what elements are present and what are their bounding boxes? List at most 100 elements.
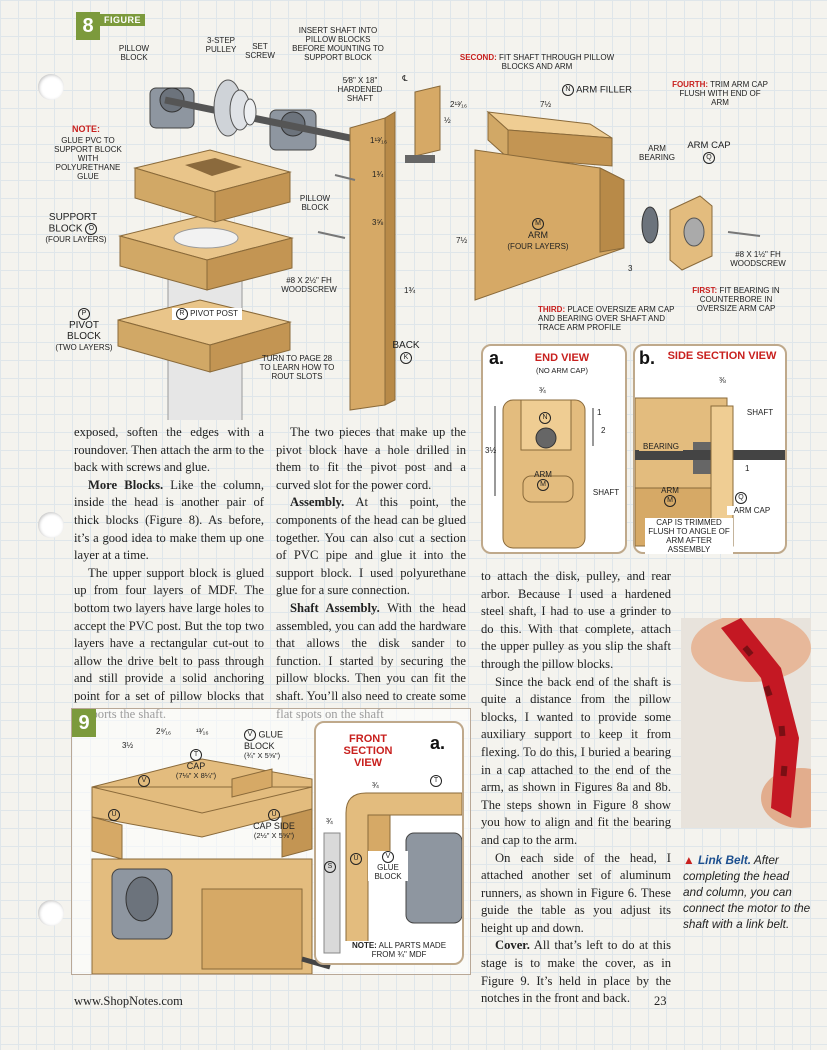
step-second: SECOND: FIT SHAFT THROUGH PILLOW BLOCKS … bbox=[459, 53, 615, 71]
inset-title: SIDE SECTION VIEW bbox=[667, 350, 777, 362]
inset-title: END VIEW bbox=[534, 352, 590, 364]
text-column-2: The two pieces that make up the pivot bl… bbox=[276, 424, 466, 723]
note-text: GLUE PVC TO SUPPORT BLOCK WITH POLYURETH… bbox=[54, 136, 122, 181]
step-fourth: FOURTH: TRIM ARM CAP FLUSH WITH END OF A… bbox=[672, 80, 768, 107]
paragraph: Shaft Assembly. With the head assembled,… bbox=[276, 600, 466, 721]
label-support-block: SUPPORT BLOCK O bbox=[48, 212, 98, 235]
footer-url[interactable]: www.ShopNotes.com bbox=[74, 994, 183, 1008]
label-arm-bearing: ARM BEARING bbox=[638, 144, 675, 162]
label-bearing: BEARING bbox=[639, 442, 683, 451]
dim: 7½ bbox=[456, 236, 468, 245]
figure-word: FIGURE bbox=[100, 14, 146, 26]
paragraph: The upper support block is glued up from… bbox=[74, 565, 264, 721]
label-u: U bbox=[106, 809, 122, 821]
inset-front-section: FRONT SECTION VIEW a. ¾ ¾ T U S V GLUE B… bbox=[314, 721, 464, 965]
label-pivot-post: R PIVOT POST bbox=[172, 308, 242, 320]
dim: 3½ bbox=[122, 741, 134, 750]
inset-letter: b. bbox=[639, 348, 655, 368]
page-number: 23 bbox=[654, 994, 667, 1008]
label-cap-side: U CAP SIDE (2½" x 5⅝") bbox=[253, 809, 295, 840]
label-pillow-block: PILLOW BLOCK bbox=[118, 44, 150, 62]
label-pivot-letter: P bbox=[74, 308, 94, 320]
label-arm-filler: N ARM FILLER bbox=[556, 84, 638, 96]
figure-number: 8 bbox=[76, 12, 100, 40]
figure-9: 9 3½ 2⁹⁄₁₆ ¹³⁄₁₆ T CAP (7⅛" x 8¼") V U bbox=[71, 708, 471, 975]
dim: 3½ bbox=[485, 446, 497, 455]
step-third: THIRD: PLACE OVERSIZE ARM CAP AND BEARIN… bbox=[538, 305, 675, 332]
label-insert-shaft: INSERT SHAFT INTO PILLOW BLOCKS BEFORE M… bbox=[292, 26, 384, 62]
dim: 2¹³⁄₁₆ bbox=[450, 100, 468, 109]
label-t: T bbox=[428, 775, 444, 787]
label-glue-block: V GLUE BLOCK (¾" x 5⅝") bbox=[244, 729, 284, 760]
inset-note: CAP IS TRIMMED FLUSH TO ANGLE OF ARM AFT… bbox=[645, 518, 733, 554]
paragraph: Since the back end of the shaft is quite… bbox=[481, 674, 671, 847]
binder-hole bbox=[38, 74, 64, 100]
figure-8-illustration bbox=[117, 79, 761, 420]
label-q: Q bbox=[733, 492, 749, 504]
inset-subtitle: (NO ARM CAP) bbox=[535, 366, 589, 375]
paragraph: Assembly. At this point, the components … bbox=[276, 495, 466, 598]
label-set-screw: SET SCREW bbox=[245, 42, 275, 60]
label-pivot-block: PIVOT BLOCK bbox=[67, 320, 101, 342]
dim: 1¹³⁄₁₆ bbox=[370, 136, 388, 145]
figure-9-illustration bbox=[91, 758, 331, 974]
label-cap: T CAP (7⅛" x 8¼") bbox=[175, 749, 217, 780]
paragraph: Cover. All that’s left to do at this sta… bbox=[481, 938, 671, 1006]
dim: ⅜ bbox=[719, 376, 726, 385]
label-shaft: SHAFT bbox=[592, 488, 620, 497]
label-shaft: SHAFT bbox=[741, 408, 779, 417]
label-support-layers: (FOUR LAYERS) bbox=[45, 235, 107, 244]
inset-letter: a. bbox=[430, 733, 446, 753]
label-pillow-block-2: PILLOW BLOCK bbox=[299, 194, 331, 212]
label-turn-to-page: TURN TO PAGE 28 TO LEARN HOW TO ROUT SLO… bbox=[259, 354, 335, 381]
dim: 1¾ bbox=[404, 286, 416, 295]
paragraph: On each side of the head, I attached ano… bbox=[481, 850, 671, 935]
figure-number: 9 bbox=[72, 709, 96, 737]
front-section-drawing bbox=[323, 792, 462, 954]
dim: ¾ bbox=[539, 386, 546, 395]
link-belt-photo bbox=[681, 618, 811, 828]
label-glue-block: V GLUE BLOCK bbox=[368, 851, 408, 881]
dim: 1 bbox=[745, 464, 750, 473]
label-woodscrew-1: #8 x 2½" Fh WOODSCREW bbox=[281, 276, 337, 294]
label-woodscrew-2: #8 x 1½" Fh WOODSCREW bbox=[730, 250, 786, 268]
inset-note: NOTE: ALL PARTS MADE FROM ¾" MDF bbox=[344, 941, 454, 959]
paragraph: The two pieces that make up the pivot bl… bbox=[276, 425, 466, 492]
label-s: S bbox=[322, 861, 338, 873]
step-first: FIRST: FIT BEARING IN COUNTERBORE IN OVE… bbox=[692, 286, 780, 313]
label-arm: M ARM (FOUR LAYERS) bbox=[507, 218, 569, 251]
dim: ¾ bbox=[372, 781, 379, 790]
dim: 2⁹⁄₁₆ bbox=[156, 727, 172, 736]
paragraph: More Blocks. Like the column, inside the… bbox=[74, 477, 264, 563]
binder-hole bbox=[38, 512, 64, 538]
dim: 3 bbox=[628, 264, 633, 273]
dim: 2 bbox=[601, 426, 606, 435]
label-centerline: ℄ bbox=[402, 74, 408, 83]
inset-letter: a. bbox=[489, 348, 505, 368]
dim: 3⅝ bbox=[372, 218, 384, 227]
dim: 1 bbox=[597, 408, 602, 417]
label-arm-cap: ARM CAP bbox=[727, 506, 777, 515]
label-pivot-layers: (TWO LAYERS) bbox=[55, 343, 113, 352]
paragraph: to attach the disk, pulley, and rear arb… bbox=[481, 569, 671, 671]
binder-hole bbox=[38, 900, 64, 926]
inset-side-section: b. SIDE SECTION VIEW ⅜ 1 SHAFT BEARING A… bbox=[633, 344, 787, 554]
label-n: N bbox=[537, 412, 553, 424]
label-v: V bbox=[136, 775, 152, 787]
dim: ¾ bbox=[326, 817, 333, 826]
photo-graphic bbox=[681, 618, 811, 828]
text-column-1: exposed, soften the edges with a roundov… bbox=[74, 424, 264, 723]
dim: 7½ bbox=[540, 100, 552, 109]
inset-title: FRONT SECTION VIEW bbox=[343, 733, 393, 769]
dim: ½ bbox=[444, 116, 451, 125]
dim: ¹³⁄₁₆ bbox=[196, 727, 209, 736]
label-pulley: 3-STEP PULLEY bbox=[205, 36, 237, 54]
end-view-drawing bbox=[494, 399, 594, 549]
text-column-3: to attach the disk, pulley, and rear arb… bbox=[481, 568, 671, 1008]
